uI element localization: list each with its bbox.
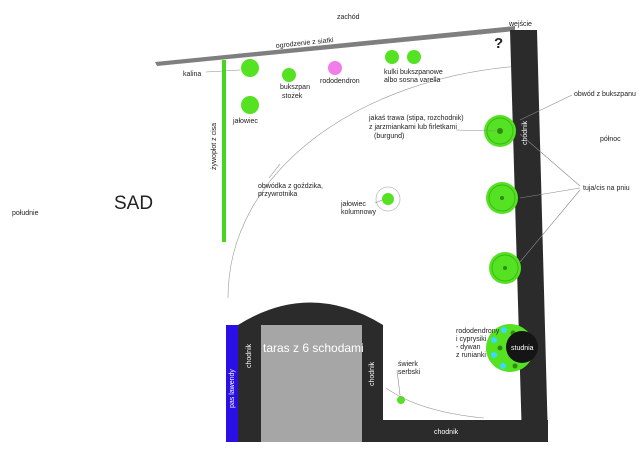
- spruce-label-2: serbski: [398, 369, 421, 376]
- thuja-2-trunk: [503, 266, 507, 270]
- compass-west-label: zachód: [337, 14, 360, 21]
- fence: [155, 26, 515, 66]
- compass-south-label: południe: [12, 210, 39, 217]
- compass-north-label: północ: [600, 136, 621, 143]
- kalina-shrub: [241, 59, 259, 77]
- boxwood-cone: [282, 68, 296, 82]
- cypress-3: [491, 352, 497, 358]
- carnation-label-1: obwódka z goździka,: [258, 183, 323, 190]
- boxwood-ball-2: [407, 50, 421, 64]
- boxwood-ball-1: [385, 50, 399, 64]
- path-right-label: chodnik: [522, 120, 529, 145]
- thuja-2-ring: [491, 254, 519, 282]
- thuja-label: tuja/cis na pniu: [583, 185, 630, 192]
- grass-label-3: (burgund): [374, 133, 404, 140]
- thuja-leader-2: [519, 187, 581, 199]
- well: [506, 331, 538, 363]
- juniper-shrub: [241, 96, 259, 114]
- carnation-label-2: przywrotnika: [258, 191, 297, 198]
- grass-label-1: jakaś trawa (stipa, rozchodnik): [368, 115, 464, 122]
- rhodo-dot-2: [497, 345, 503, 351]
- columnar-juniper: [382, 193, 394, 205]
- well-label: studnia: [511, 345, 534, 352]
- entrance-label: wejście: [508, 21, 532, 28]
- cypress-1: [501, 327, 507, 333]
- grass-leader: [455, 129, 497, 132]
- terrace-path-right-label: chodnik: [369, 361, 376, 386]
- lavender-strip: [226, 325, 238, 442]
- question-mark: ?: [494, 35, 503, 52]
- lower-border-arc: [385, 387, 485, 419]
- columnar-juniper-label-2: kolumnowy: [341, 209, 377, 216]
- rhodo-dot-3: [512, 363, 518, 369]
- rhodo-label-3: - dywan: [456, 344, 481, 351]
- yew-hedge: [222, 60, 226, 242]
- boxwood-label-2: stożek: [282, 93, 303, 100]
- path-bottom-label: chodnik: [434, 429, 459, 436]
- rhododendron-shrub: [328, 61, 342, 75]
- cypress-2: [491, 337, 497, 343]
- juniper-label: jałowiec: [232, 118, 258, 125]
- cypress-4: [500, 363, 506, 369]
- columnar-juniper-label-1: jałowiec: [340, 201, 366, 208]
- border-arc: [227, 65, 521, 299]
- rhodo-label-2: i cyprysiki: [456, 336, 487, 343]
- boxwood-border-leader: [519, 94, 573, 121]
- columnar-juniper-leader: [374, 199, 383, 204]
- terrace-label: taras z 6 schodami: [263, 341, 364, 355]
- terrace: [261, 325, 362, 442]
- thuja-1-ring: [488, 184, 516, 212]
- boxwood-border-label: obwód z bukszpanu: [574, 91, 636, 98]
- rhodo-label-4: z runianki: [456, 352, 486, 359]
- kalina-leader: [205, 69, 241, 73]
- rhodo-label-1: rododendrony: [456, 328, 500, 335]
- rhododendron-label: rododendron: [320, 78, 360, 85]
- boxwood-balls-label-1: kulki bukszpanowe: [384, 69, 443, 76]
- orchard-label: SAD: [114, 193, 153, 214]
- thuja-leader-3: [519, 189, 581, 263]
- carnation-leader: [268, 163, 281, 179]
- grass-center: [497, 128, 503, 134]
- kalina-label: kalina: [183, 71, 201, 78]
- boxwood-label-1: bukszpan: [280, 84, 310, 91]
- terrace-path-left-label: chodnik: [246, 343, 253, 368]
- boxwood-balls-label-2: albo sosna varella: [384, 77, 441, 84]
- columnar-juniper-ring: [375, 186, 401, 212]
- spruce-leader: [396, 369, 401, 396]
- thuja-1-trunk: [500, 196, 504, 200]
- path-bottom: [383, 420, 548, 442]
- thuja-leader-1: [519, 133, 581, 187]
- hedge-label: żywopłot z cisa: [211, 123, 218, 170]
- lavender-label: pas lawendy: [229, 369, 236, 408]
- grass-label-2: z jarzmiankami lub firletkami: [369, 124, 457, 131]
- spruce-label-1: świerk: [398, 361, 418, 368]
